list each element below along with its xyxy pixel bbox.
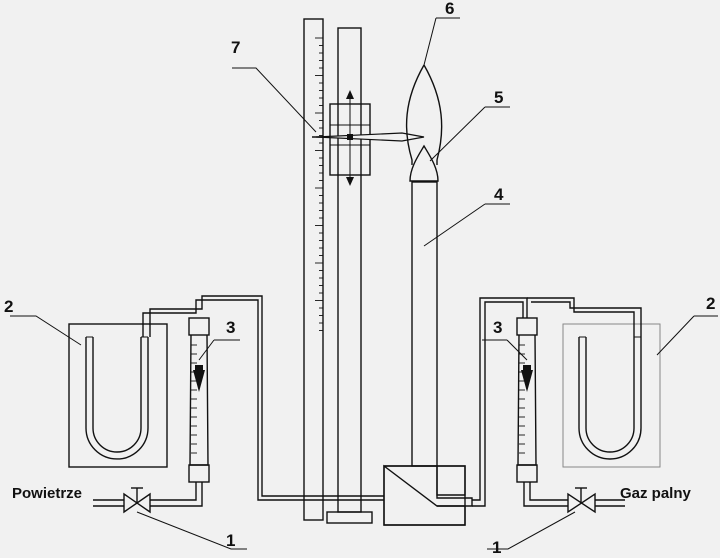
right-rotameter	[516, 317, 538, 483]
label-right-rotameter: 3	[493, 318, 502, 337]
burner-tube	[383, 181, 473, 526]
label-right-valve: 1	[492, 538, 501, 557]
air-input-label: Powietrze	[12, 485, 82, 502]
label-burner-tube: 4	[494, 185, 504, 204]
label-right-manometer: 2	[706, 294, 715, 313]
air-piping	[93, 295, 384, 507]
label-left-manometer: 2	[4, 297, 13, 316]
label-left-valve: 1	[226, 531, 235, 550]
label-pointer: 7	[231, 38, 240, 57]
left-rotameter	[188, 317, 210, 483]
label-left-rotameter: 3	[226, 318, 235, 337]
guide-rod	[326, 27, 373, 524]
left-manometer	[68, 323, 168, 468]
gas-piping	[472, 297, 642, 507]
measuring-scale	[303, 18, 324, 521]
label-inner-cone: 5	[494, 88, 503, 107]
right-manometer	[562, 323, 661, 468]
outer-flame	[405, 64, 443, 165]
label-outer-flame: 6	[445, 0, 454, 18]
fuel-gas-input-label: Gaz palny	[620, 485, 692, 502]
pointer-needle	[312, 132, 425, 142]
inner-cone	[409, 144, 439, 182]
leader-lines	[10, 17, 718, 550]
left-valve	[123, 487, 151, 514]
right-valve	[567, 487, 596, 514]
